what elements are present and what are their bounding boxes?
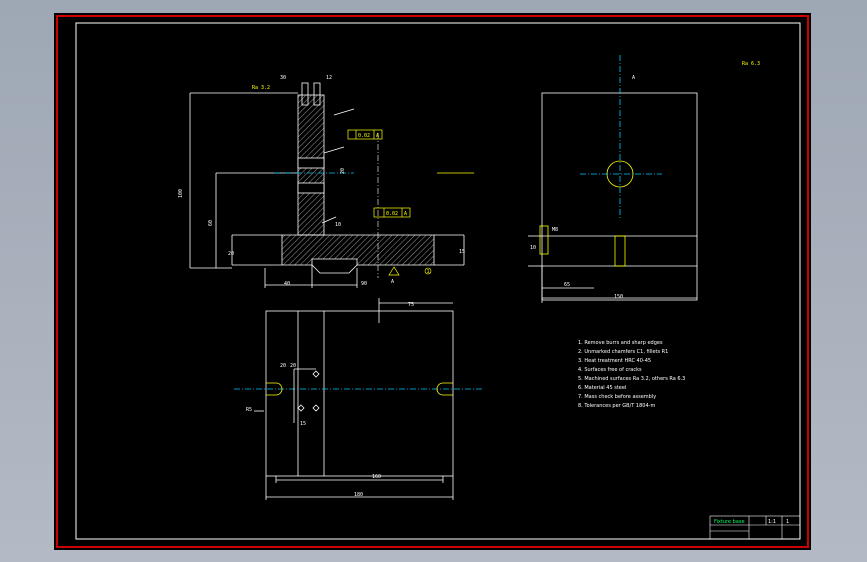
inner-frame <box>75 22 801 540</box>
front-web-dim: 10 <box>335 222 341 228</box>
section-marker: A <box>632 75 635 81</box>
bottom-left-dim: 40 <box>284 281 290 287</box>
front-top-dim-2: 12 <box>326 75 332 81</box>
note-line-1: 1. Remove burrs and sharp edges <box>578 340 663 346</box>
front-top-note: Ra 3.2 <box>252 85 270 91</box>
note-line-3: 3. Heat treatment HRC 40-45 <box>578 358 651 364</box>
flatness-datum: A <box>376 133 379 139</box>
top-hole-dim-2: 20 <box>290 363 296 369</box>
note-line-6: 6. Material 45 steel <box>578 385 626 391</box>
front-side-dim: 20 <box>340 168 346 174</box>
title-name: Fixture base <box>714 519 745 525</box>
base-section <box>281 234 435 266</box>
top-hole-dim-3: 15 <box>300 421 306 427</box>
slot-left <box>266 382 283 396</box>
side-left-dim: 10 <box>530 245 536 251</box>
title-scale: 1:1 <box>768 519 776 525</box>
parallel-value: 0.02 <box>386 211 398 217</box>
outer-width-dim: 180 <box>354 492 363 498</box>
side-bottom-dim: 65 <box>564 282 570 288</box>
side-width-dim: 150 <box>614 294 623 300</box>
outer-red-border <box>56 15 809 548</box>
side-plate <box>541 92 698 301</box>
note-line-5: 5. Machined surfaces Ra 3.2, others Ra 6… <box>578 376 685 382</box>
base-left-dim: 20 <box>228 251 234 257</box>
side-view-annotations: A M8 10 65 150 Ra 6.3 <box>530 61 760 300</box>
note-line-2: 2. Unmarked chamfers C1, fillets R1 <box>578 349 668 355</box>
groove-label: A <box>391 279 394 285</box>
note-line-8: 8. Tolerances per GB/T 1804-m <box>578 403 655 409</box>
slot-right <box>436 382 453 396</box>
top-top-dim: 75 <box>408 302 414 308</box>
top-view-annotations: 75 20 20 15 R5 160 180 <box>246 302 414 498</box>
front-mid-dim: 60 <box>208 220 214 226</box>
technical-notes: 1. Remove burrs and sharp edges 2. Unmar… <box>578 340 685 409</box>
note-line-7: 7. Mass check before assembly <box>578 394 656 400</box>
drawing-sheet: Ra 3.2 30 12 100 60 20 10 0.02 A 0.02 A <box>54 13 811 550</box>
balloon-marker <box>424 267 432 275</box>
front-top-dim-1: 30 <box>280 75 286 81</box>
title-sheet: 1 <box>786 519 789 525</box>
base-right-dim: 15 <box>459 249 465 255</box>
slot-label: R5 <box>246 407 252 413</box>
title-block <box>709 515 801 540</box>
inner-width-dim: 160 <box>372 474 381 480</box>
front-height-dim: 100 <box>178 189 184 198</box>
balloon-number: 1 <box>427 269 430 275</box>
datum-triangle <box>388 266 400 276</box>
corner-roughness: Ra 6.3 <box>742 61 760 67</box>
top-view <box>234 298 484 500</box>
flatness-value: 0.02 <box>358 133 370 139</box>
front-view <box>189 82 474 288</box>
side-hole-label: M8 <box>552 227 558 233</box>
side-view <box>528 55 698 303</box>
drawing-canvas: Ra 3.2 30 12 100 60 20 10 0.02 A 0.02 A <box>56 15 809 548</box>
front-view-annotations: Ra 3.2 30 12 100 60 20 10 0.02 A 0.02 A <box>178 75 465 287</box>
top-hole-dim-1: 20 <box>280 363 286 369</box>
parallel-datum: A <box>404 211 407 217</box>
top-plate <box>265 310 454 477</box>
base-width-dim: 90 <box>361 281 367 287</box>
note-line-4: 4. Surfaces free of cracks <box>578 367 642 373</box>
